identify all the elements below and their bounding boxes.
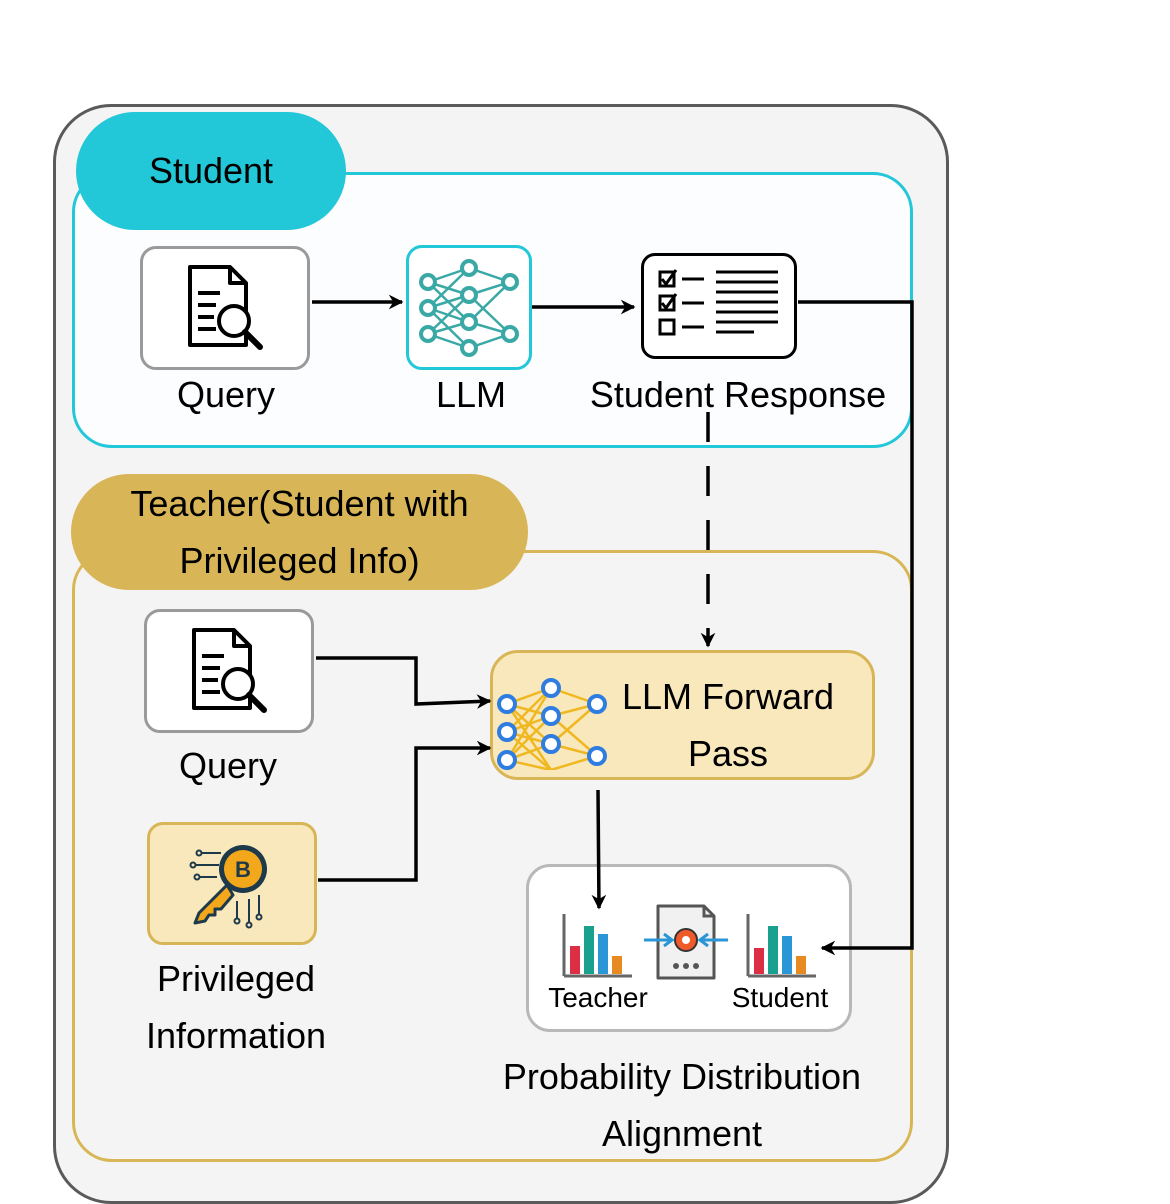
student-llm-card [406,245,532,370]
privileged-info-card: B [147,822,317,945]
alignment-student-label: Student [731,982,829,1013]
teacher-query-card [144,609,314,733]
llm-forward-pass-text: LLM Forward Pass [621,676,835,774]
document-search-icon [188,265,263,350]
teacher-distribution-chart-icon [562,914,632,978]
alignment-caption-text: Probability Distribution Alignment [502,1056,862,1154]
crypto-key-icon: B [189,844,267,928]
student-response-card [641,253,797,359]
student-title: Student [76,112,346,230]
privileged-info-label: Privileged Information [120,950,352,1064]
teacher-query-label: Query [178,745,278,786]
student-query-label: Query [176,374,276,415]
student-llm-label: LLM [435,374,507,415]
document-search-icon [192,628,267,713]
llm-forward-pass-label: LLM Forward Pass [603,668,853,782]
alignment-teacher-label: Teacher [548,982,648,1013]
alignment-process-icon [644,904,728,980]
student-response-label: Student Response [589,374,887,415]
alignment-caption: Probability Distribution Alignment [480,1048,884,1162]
checklist-icon [658,269,778,336]
student-distribution-chart-icon [746,914,816,978]
neural-network-icon [497,678,607,770]
svg-text:B: B [235,857,251,882]
teacher-title: Teacher(Student with Privileged Info) [71,474,528,590]
student-query-card [140,246,310,370]
teacher-title-text: Teacher(Student with Privileged Info) [130,483,469,581]
privileged-info-text: Privileged Information [145,958,327,1056]
neural-network-icon [419,258,519,357]
